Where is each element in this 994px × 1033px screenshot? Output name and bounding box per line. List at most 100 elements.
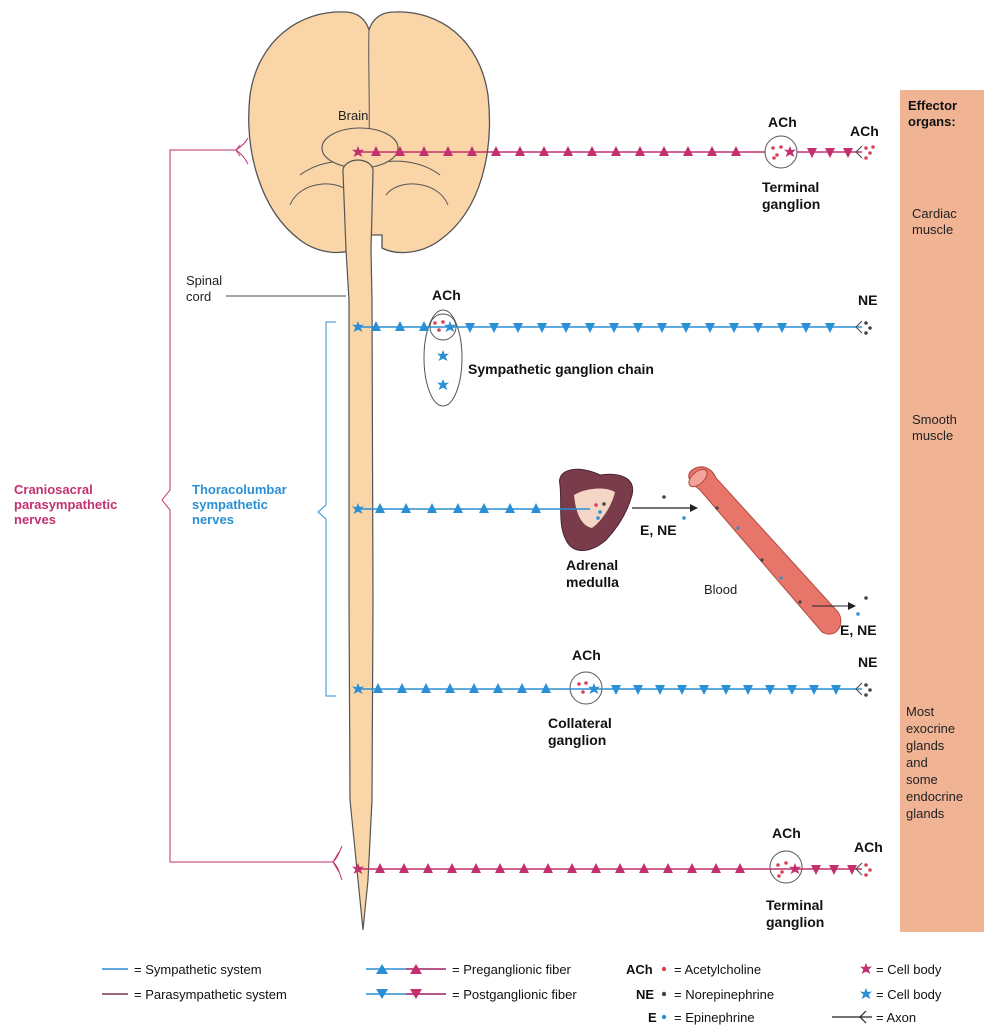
legend-parasympathetic-system: = Parasympathetic system [134,987,287,1002]
postganglionic-fiber-marker [699,685,709,695]
postganglionic-fiber-marker [657,323,667,333]
ach-label-terminal-2: ACh [772,825,801,841]
preganglionic-fiber-marker [531,503,541,513]
collateral-ganglion-pathway [352,672,872,704]
craniosacral-label: Craniosacral parasympathetic nerves [14,482,121,527]
preganglionic-fiber-marker [735,863,745,873]
postganglionic-fiber-marker [765,685,775,695]
postganglionic-fiber-marker [585,323,595,333]
legend-postganglionic-fiber: = Postganglionic fiber [452,987,577,1002]
preganglionic-fiber-marker [683,146,693,156]
postganglionic-fiber-marker [843,148,853,158]
postganglionic-fiber-marker [681,323,691,333]
preganglionic-fiber-marker [731,146,741,156]
e-ne-label-blood: E, NE [840,622,877,638]
preganglionic-fiber-marker [395,321,405,331]
brain-label: Brain [338,108,368,123]
legend-cell-body-parasympathetic: = Cell body [876,962,942,977]
preganglionic-fiber-marker [635,146,645,156]
legend-acetylcholine: = Acetylcholine [674,962,761,977]
postganglionic-fiber-marker [465,323,475,333]
ach-label-collateral: ACh [572,647,601,663]
adrenal-pathway [352,469,698,550]
preganglionic-fiber-marker [567,863,577,873]
legend-cell-body-sympathetic: = Cell body [876,987,942,1002]
parasympathetic-sacral-pathway [352,851,872,883]
preganglionic-fiber-marker [591,863,601,873]
postganglionic-fiber-marker [705,323,715,333]
effector-cardiac-muscle: Cardiac muscle [912,206,960,237]
postganglionic-fiber-marker [677,685,687,695]
preganglionic-fiber-marker [543,863,553,873]
preganglionic-fiber-marker [445,683,455,693]
thoracolumbar-label: Thoracolumbar sympathetic nerves [192,482,290,527]
postganglionic-fiber-marker [609,323,619,333]
postganglionic-fiber-marker [561,323,571,333]
terminal-ganglion-1-label: Terminal ganglion [762,179,823,212]
ne-label-collateral: NE [858,654,877,670]
preganglionic-fiber-marker [517,683,527,693]
preganglionic-fiber-marker [373,683,383,693]
preganglionic-fiber-marker [615,863,625,873]
preganglionic-fiber-marker [659,146,669,156]
preganglionic-fiber-marker [401,503,411,513]
legend: = Sympathetic system = Parasympathetic s… [102,962,942,1025]
preganglionic-fiber-marker [541,683,551,693]
legend-e-abbr: E [648,1010,657,1025]
postganglionic-fiber-marker [787,685,797,695]
preganglionic-fiber-marker [427,503,437,513]
preganglionic-fiber-marker [469,683,479,693]
sympathetic-chain-pathway [352,310,872,406]
postganglionic-fiber-marker [831,685,841,695]
spinal-cord [343,160,373,930]
preganglionic-fiber-marker [587,146,597,156]
preganglionic-fiber-marker [375,503,385,513]
postganglionic-fiber-marker [655,685,665,695]
preganglionic-fiber-marker [419,321,429,331]
legend-ach-abbr: ACh [626,962,653,977]
preganglionic-fiber-marker [421,683,431,693]
ach-label-terminal-1: ACh [768,114,797,130]
postganglionic-fiber-marker [537,323,547,333]
effector-smooth-muscle: Smooth muscle [912,412,960,443]
legend-axon: = Axon [876,1010,916,1025]
preganglionic-fiber-marker [515,146,525,156]
blood-vessel [686,466,868,634]
preganglionic-fiber-marker [505,503,515,513]
preganglionic-fiber-marker [495,863,505,873]
terminal-ganglion-2-label: Terminal ganglion [766,897,827,930]
sympathetic-ganglion-chain-label: Sympathetic ganglion chain [468,361,654,377]
preganglionic-fiber-marker [479,503,489,513]
postganglionic-fiber-marker [825,323,835,333]
ach-label-chain: ACh [432,287,461,303]
postganglionic-fiber-marker [807,148,817,158]
postganglionic-fiber-marker [829,865,839,875]
preganglionic-fiber-marker [707,146,717,156]
preganglionic-fiber-marker [563,146,573,156]
postganglionic-fiber-marker [801,323,811,333]
legend-epinephrine: = Epinephrine [674,1010,755,1025]
postganglionic-fiber-marker [847,865,857,875]
ach-label-effector-2: ACh [854,839,883,855]
effector-organs-title: Effector organs: [908,98,961,129]
postganglionic-fiber-marker [633,685,643,695]
legend-sympathetic-system: = Sympathetic system [134,962,262,977]
preganglionic-fiber-marker [399,863,409,873]
preganglionic-fiber-marker [493,683,503,693]
postganglionic-fiber-marker [513,323,523,333]
preganglionic-fiber-marker [611,146,621,156]
legend-preganglionic-fiber: = Preganglionic fiber [452,962,572,977]
legend-norepinephrine: = Norepinephrine [674,987,774,1002]
postganglionic-fiber-marker [743,685,753,695]
thoracolumbar-bracket [318,322,336,696]
preganglionic-fiber-marker [453,503,463,513]
postganglionic-fiber-marker [729,323,739,333]
preganglionic-fiber-marker [539,146,549,156]
preganglionic-fiber-marker [471,863,481,873]
postganglionic-fiber-marker [633,323,643,333]
preganglionic-fiber-marker [423,863,433,873]
collateral-ganglion-label: Collateral ganglion [548,715,616,748]
postganglionic-fiber-marker [825,148,835,158]
legend-ne-abbr: NE [636,987,654,1002]
